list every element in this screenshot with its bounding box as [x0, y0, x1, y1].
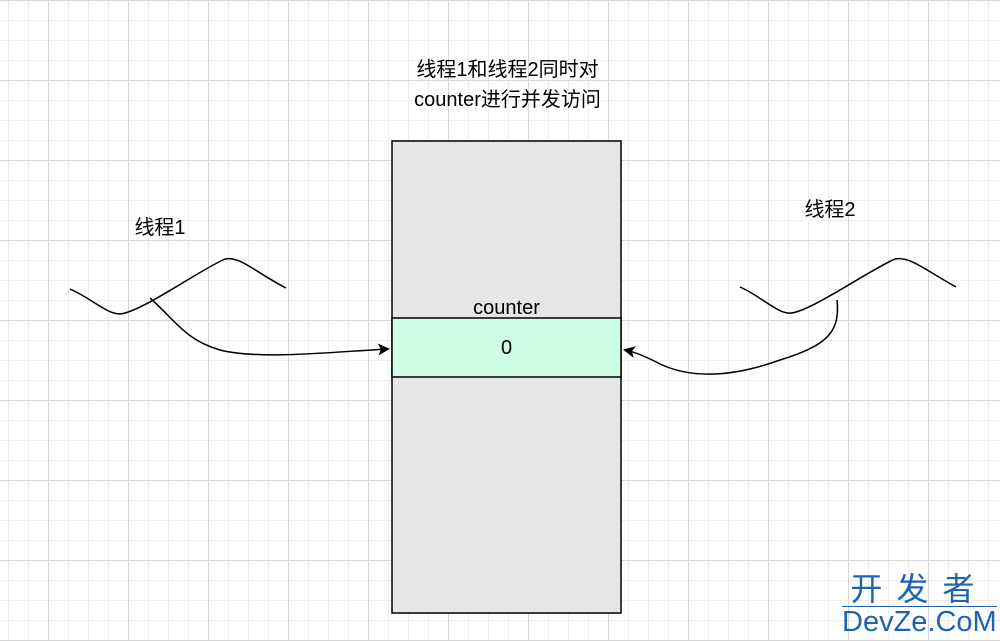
thread1-wave — [69, 257, 287, 315]
counter-label: counter — [473, 297, 540, 319]
watermark-line-2: DevZe.CoM — [842, 606, 997, 638]
title-line-2: counter进行并发访问 — [414, 89, 601, 111]
counter-cell — [391, 317, 622, 378]
watermark-line-1: 开发者 — [850, 570, 989, 608]
counter-value: 0 — [500, 337, 513, 359]
thread2-label: 线程2 — [804, 199, 856, 221]
title-line-1: 线程1和线程2同时对 — [416, 59, 599, 81]
diagram-title: 线程1和线程2同时对 counter进行并发访问 — [380, 55, 635, 115]
thread1-arrow — [149, 297, 390, 356]
watermark-logo: 开发者 DevZe.CoM — [842, 572, 997, 637]
thread1-label: 线程1 — [134, 217, 186, 239]
thread2-wave — [739, 257, 957, 314]
thread2-arrow — [623, 299, 839, 375]
